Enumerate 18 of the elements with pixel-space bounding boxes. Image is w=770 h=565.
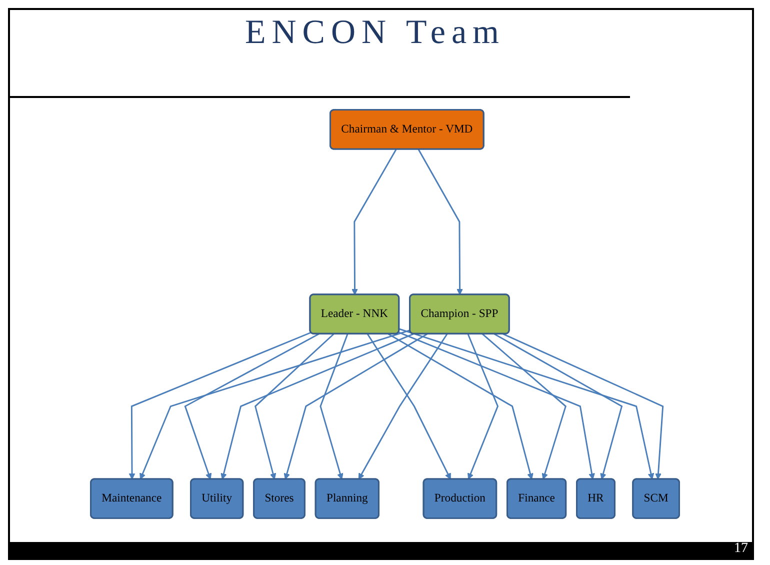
- arrow: [388, 333, 534, 480]
- arrow: [398, 332, 595, 480]
- arrow: [467, 334, 499, 480]
- arrow: [482, 333, 566, 480]
- slide-title: ENCON Team: [244, 14, 506, 52]
- arrow: [220, 333, 414, 480]
- arrow: [352, 149, 397, 296]
- arrow: [128, 332, 312, 480]
- arrow: [284, 333, 428, 480]
- arrow: [399, 328, 654, 480]
- arrow: [184, 333, 320, 480]
- arrow: [418, 149, 463, 296]
- page-number: 17: [734, 541, 748, 557]
- arrow: [140, 330, 410, 480]
- arrow: [502, 333, 664, 480]
- arrow: [494, 333, 623, 480]
- arrow: [320, 334, 348, 480]
- arrow: [254, 333, 334, 480]
